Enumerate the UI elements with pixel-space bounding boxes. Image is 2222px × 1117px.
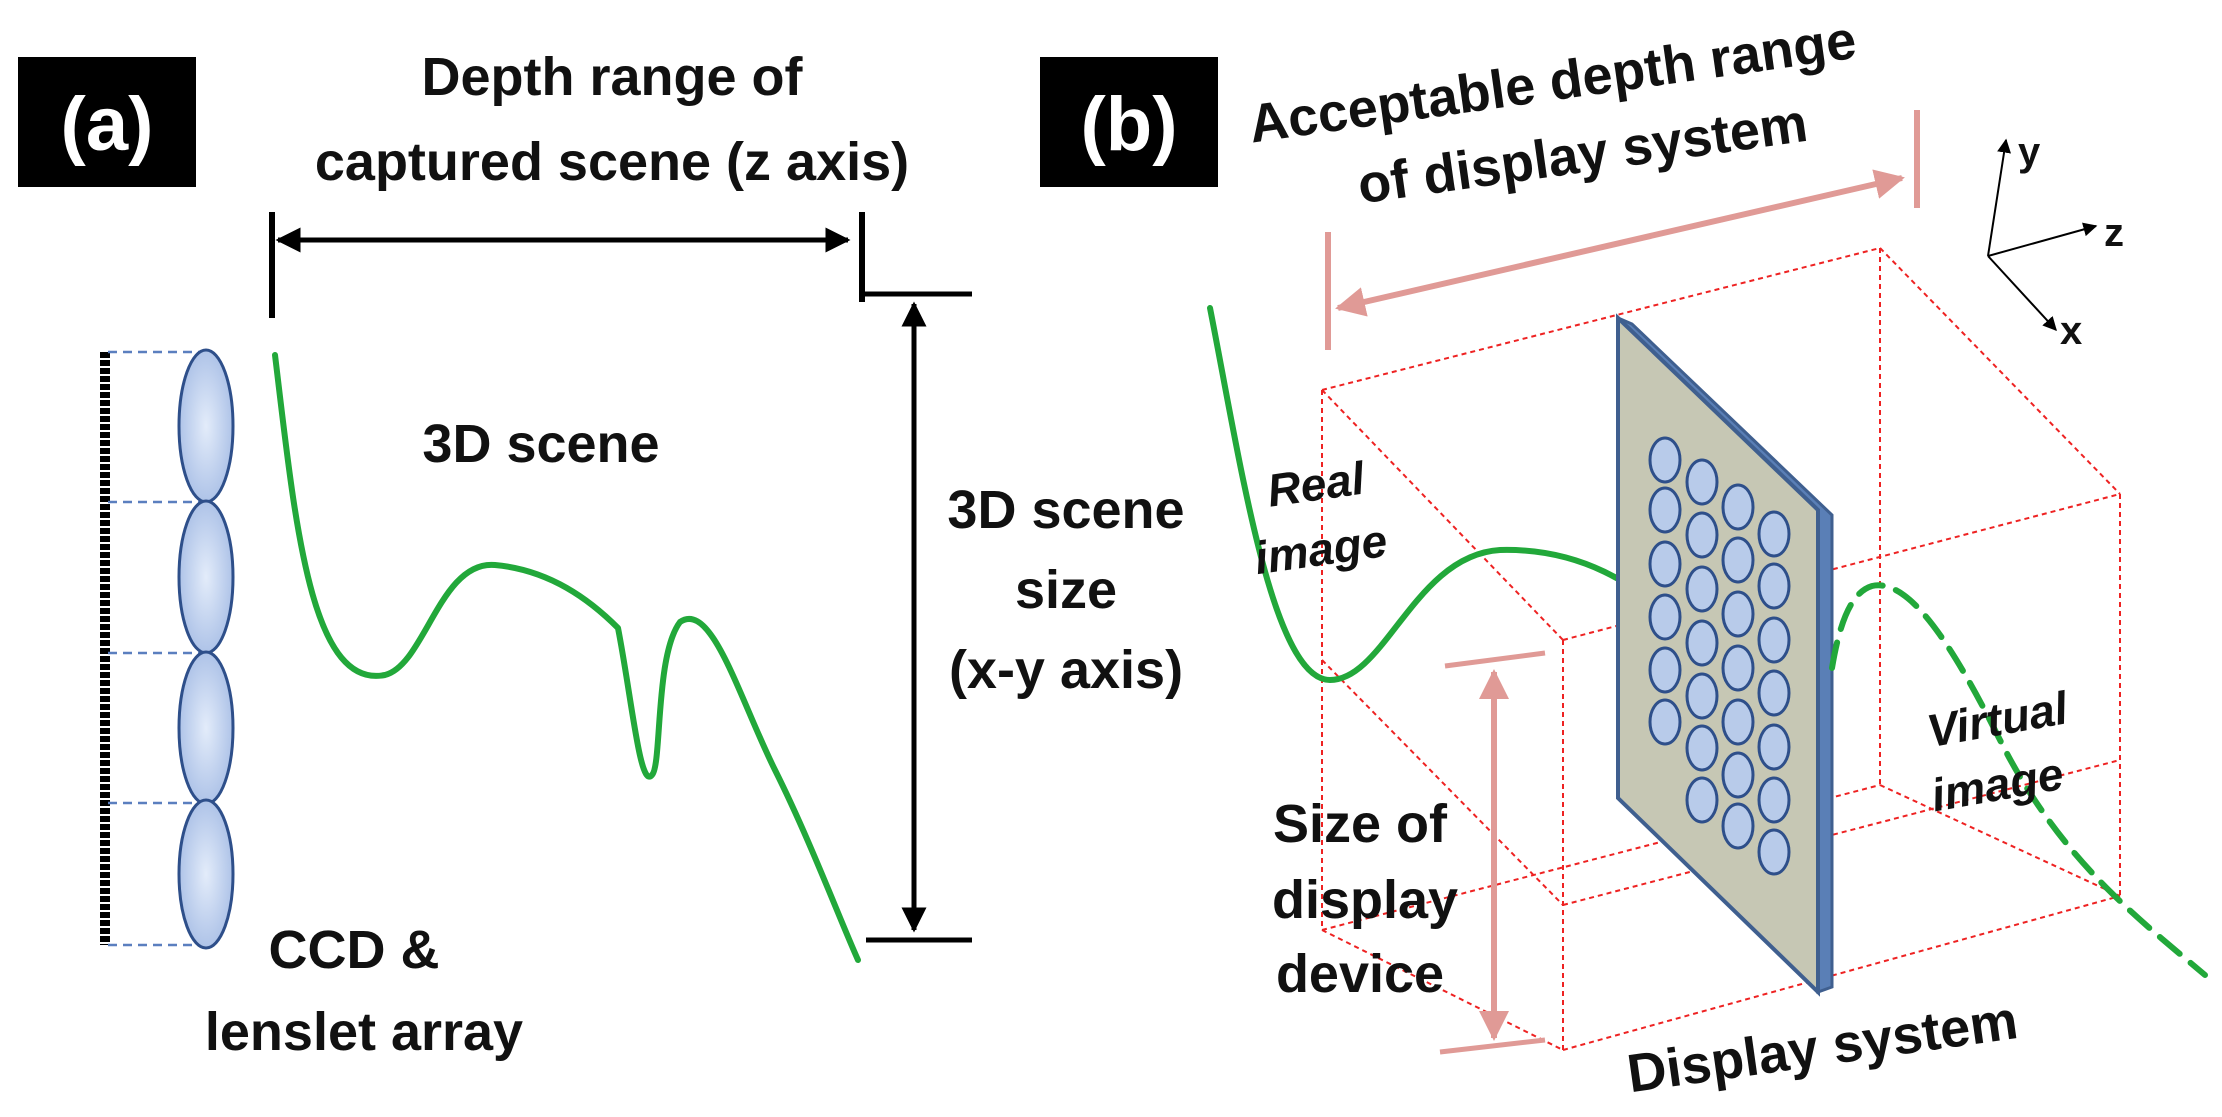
display-lenslet (1648, 593, 1682, 641)
display-lenslet (1648, 698, 1682, 746)
display-lenslet (1757, 562, 1791, 610)
display-lenslet (1757, 510, 1791, 558)
scene-size-label-line1: 3D scene (947, 480, 1184, 540)
coordinate-axes (1987, 138, 2098, 332)
lenslet (177, 650, 235, 806)
display-lenslet (1685, 724, 1719, 772)
scene-curve (272, 352, 861, 963)
display-lenslet (1648, 646, 1682, 694)
display-lenslet (1757, 669, 1791, 717)
display-lenslet (1685, 458, 1719, 506)
display-size-label-line1: Size of (1273, 794, 1448, 854)
panel-b: (b) Acceptable depth range of display sy… (1040, 10, 2208, 1104)
panel-a-badge-box (18, 57, 196, 187)
lenslet (177, 798, 235, 950)
display-size-top-tick (1444, 650, 1546, 669)
ccd-label-line2: lenslet array (205, 1002, 523, 1062)
display-lenslet (1685, 776, 1719, 824)
display-lenslet (1685, 511, 1719, 559)
display-lenslet (1757, 828, 1791, 876)
depth-range-label-line1: Depth range of (421, 47, 803, 107)
scene-size-label-line3: (x-y axis) (949, 640, 1183, 700)
display-lenslet (1757, 776, 1791, 824)
display-lenslet (1757, 723, 1791, 771)
display-lenslet (1721, 802, 1755, 850)
display-lenslet (1721, 644, 1755, 692)
display-lenslet (1685, 672, 1719, 720)
real-image-label-line2: image (1251, 514, 1390, 584)
panel-a: (a) Depth range of captured scene (z axi… (18, 47, 1185, 1062)
axis-y-label: y (2018, 130, 2041, 174)
virtual-image-label-line2: image (1927, 747, 2067, 821)
real-image-curve (1207, 305, 1693, 684)
lenslet (177, 348, 235, 504)
display-lenslet (1648, 436, 1682, 484)
display-lenslet (1721, 536, 1755, 584)
display-lenslet-array (1648, 436, 1791, 876)
display-size-bottom-tick (1439, 1037, 1546, 1055)
real-image-label-line1: Real (1264, 451, 1369, 516)
display-lenslet (1685, 565, 1719, 613)
display-lenslet (1721, 698, 1755, 746)
panel-b-badge-box (1040, 57, 1218, 187)
virtual-image-curve (1829, 582, 2208, 978)
acceptable-depth-arrow (1335, 169, 1905, 317)
display-size-label-line2: display (1272, 870, 1458, 930)
scene-size-label-line2: size (1015, 560, 1117, 620)
axis-z-label: z (2104, 211, 2124, 255)
scene-label: 3D scene (422, 414, 659, 474)
axis-x-label: x (2060, 309, 2082, 353)
display-lenslet (1721, 483, 1755, 531)
display-lenslet (1685, 619, 1719, 667)
panel-b-badge: (b) (1080, 82, 1177, 167)
display-lenslet (1721, 751, 1755, 799)
display-panel (1616, 313, 1820, 997)
display-lenslet (1757, 616, 1791, 664)
display-lenslet (1721, 590, 1755, 638)
panel-a-badge: (a) (61, 82, 154, 167)
depth-range-label-line2: captured scene (z axis) (315, 132, 909, 192)
lenslet (177, 499, 235, 655)
display-system-label: Display system (1624, 990, 2022, 1104)
lens-guides (108, 350, 205, 947)
ccd-label-line1: CCD & (269, 920, 440, 980)
virtual-image-label-line1: Virtual (1923, 681, 2073, 757)
lenslet-array (177, 348, 235, 950)
display-lenslet (1648, 486, 1682, 534)
display-size-label-line3: device (1276, 944, 1444, 1004)
display-lenslet (1648, 540, 1682, 588)
